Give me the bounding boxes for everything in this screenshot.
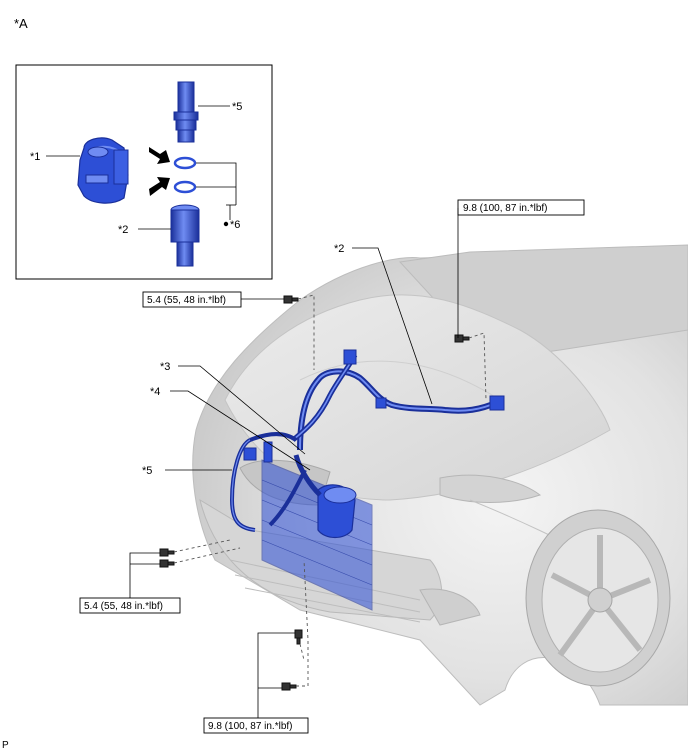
callout-inset-1: *1	[30, 151, 40, 163]
svg-text:9.8 (100, 87 in.*lbf): 9.8 (100, 87 in.*lbf)	[463, 203, 548, 214]
callout-main-4: *4	[150, 386, 160, 398]
bolt-icon	[159, 295, 470, 691]
inset-part-1	[77, 137, 129, 204]
inset-pipe-5	[173, 81, 199, 143]
torque-spec-bottom: 9.8 (100, 87 in.*lbf)	[203, 632, 309, 734]
inset-o-rings	[173, 156, 197, 194]
callout-main-3: *3	[160, 361, 170, 373]
inset-pipe-2	[170, 204, 200, 267]
bolt-icon-left-2	[159, 559, 175, 568]
bolt-leaders	[173, 294, 487, 687]
bolt-icon-top-right	[454, 334, 470, 343]
footer-code: P	[2, 740, 9, 751]
svg-text:9.8 (100, 87 in.*lbf): 9.8 (100, 87 in.*lbf)	[208, 721, 293, 732]
bolt-icon-left-1	[159, 548, 175, 557]
svg-text:5.4 (55, 48 in.*lbf): 5.4 (55, 48 in.*lbf)	[84, 601, 163, 612]
view-tag: *A	[14, 16, 28, 31]
callout-main-2: *2	[334, 243, 344, 255]
torque-spec-upper-left: 5.4 (55, 48 in.*lbf)	[142, 291, 284, 308]
car-body	[192, 244, 688, 706]
callout-main-5: *5	[142, 465, 152, 477]
ac-pipes	[229, 349, 505, 532]
bolt-icon-bottom-1	[294, 629, 303, 645]
compressor	[317, 484, 357, 539]
callout-inset-5: *5	[232, 101, 242, 113]
bolt-icon-bottom-2	[281, 682, 297, 691]
main-callouts: *2 *3 *4 *5	[142, 243, 433, 477]
torque-spec-lower-left: 5.4 (55, 48 in.*lbf)	[79, 552, 181, 614]
detail-inset: *1 *5 *6 *2	[15, 64, 273, 280]
dot-marker-icon	[223, 221, 229, 227]
svg-text:5.4 (55, 48 in.*lbf): 5.4 (55, 48 in.*lbf)	[147, 295, 226, 306]
arrow-icon	[149, 147, 170, 196]
callout-inset-2: *2	[118, 224, 128, 236]
bolt-icon-upper-left	[283, 295, 299, 304]
torque-spec-top-right: 9.8 (100, 87 in.*lbf)	[457, 199, 585, 338]
callout-inset-6: *6	[230, 219, 240, 231]
front-wheel	[525, 509, 671, 687]
